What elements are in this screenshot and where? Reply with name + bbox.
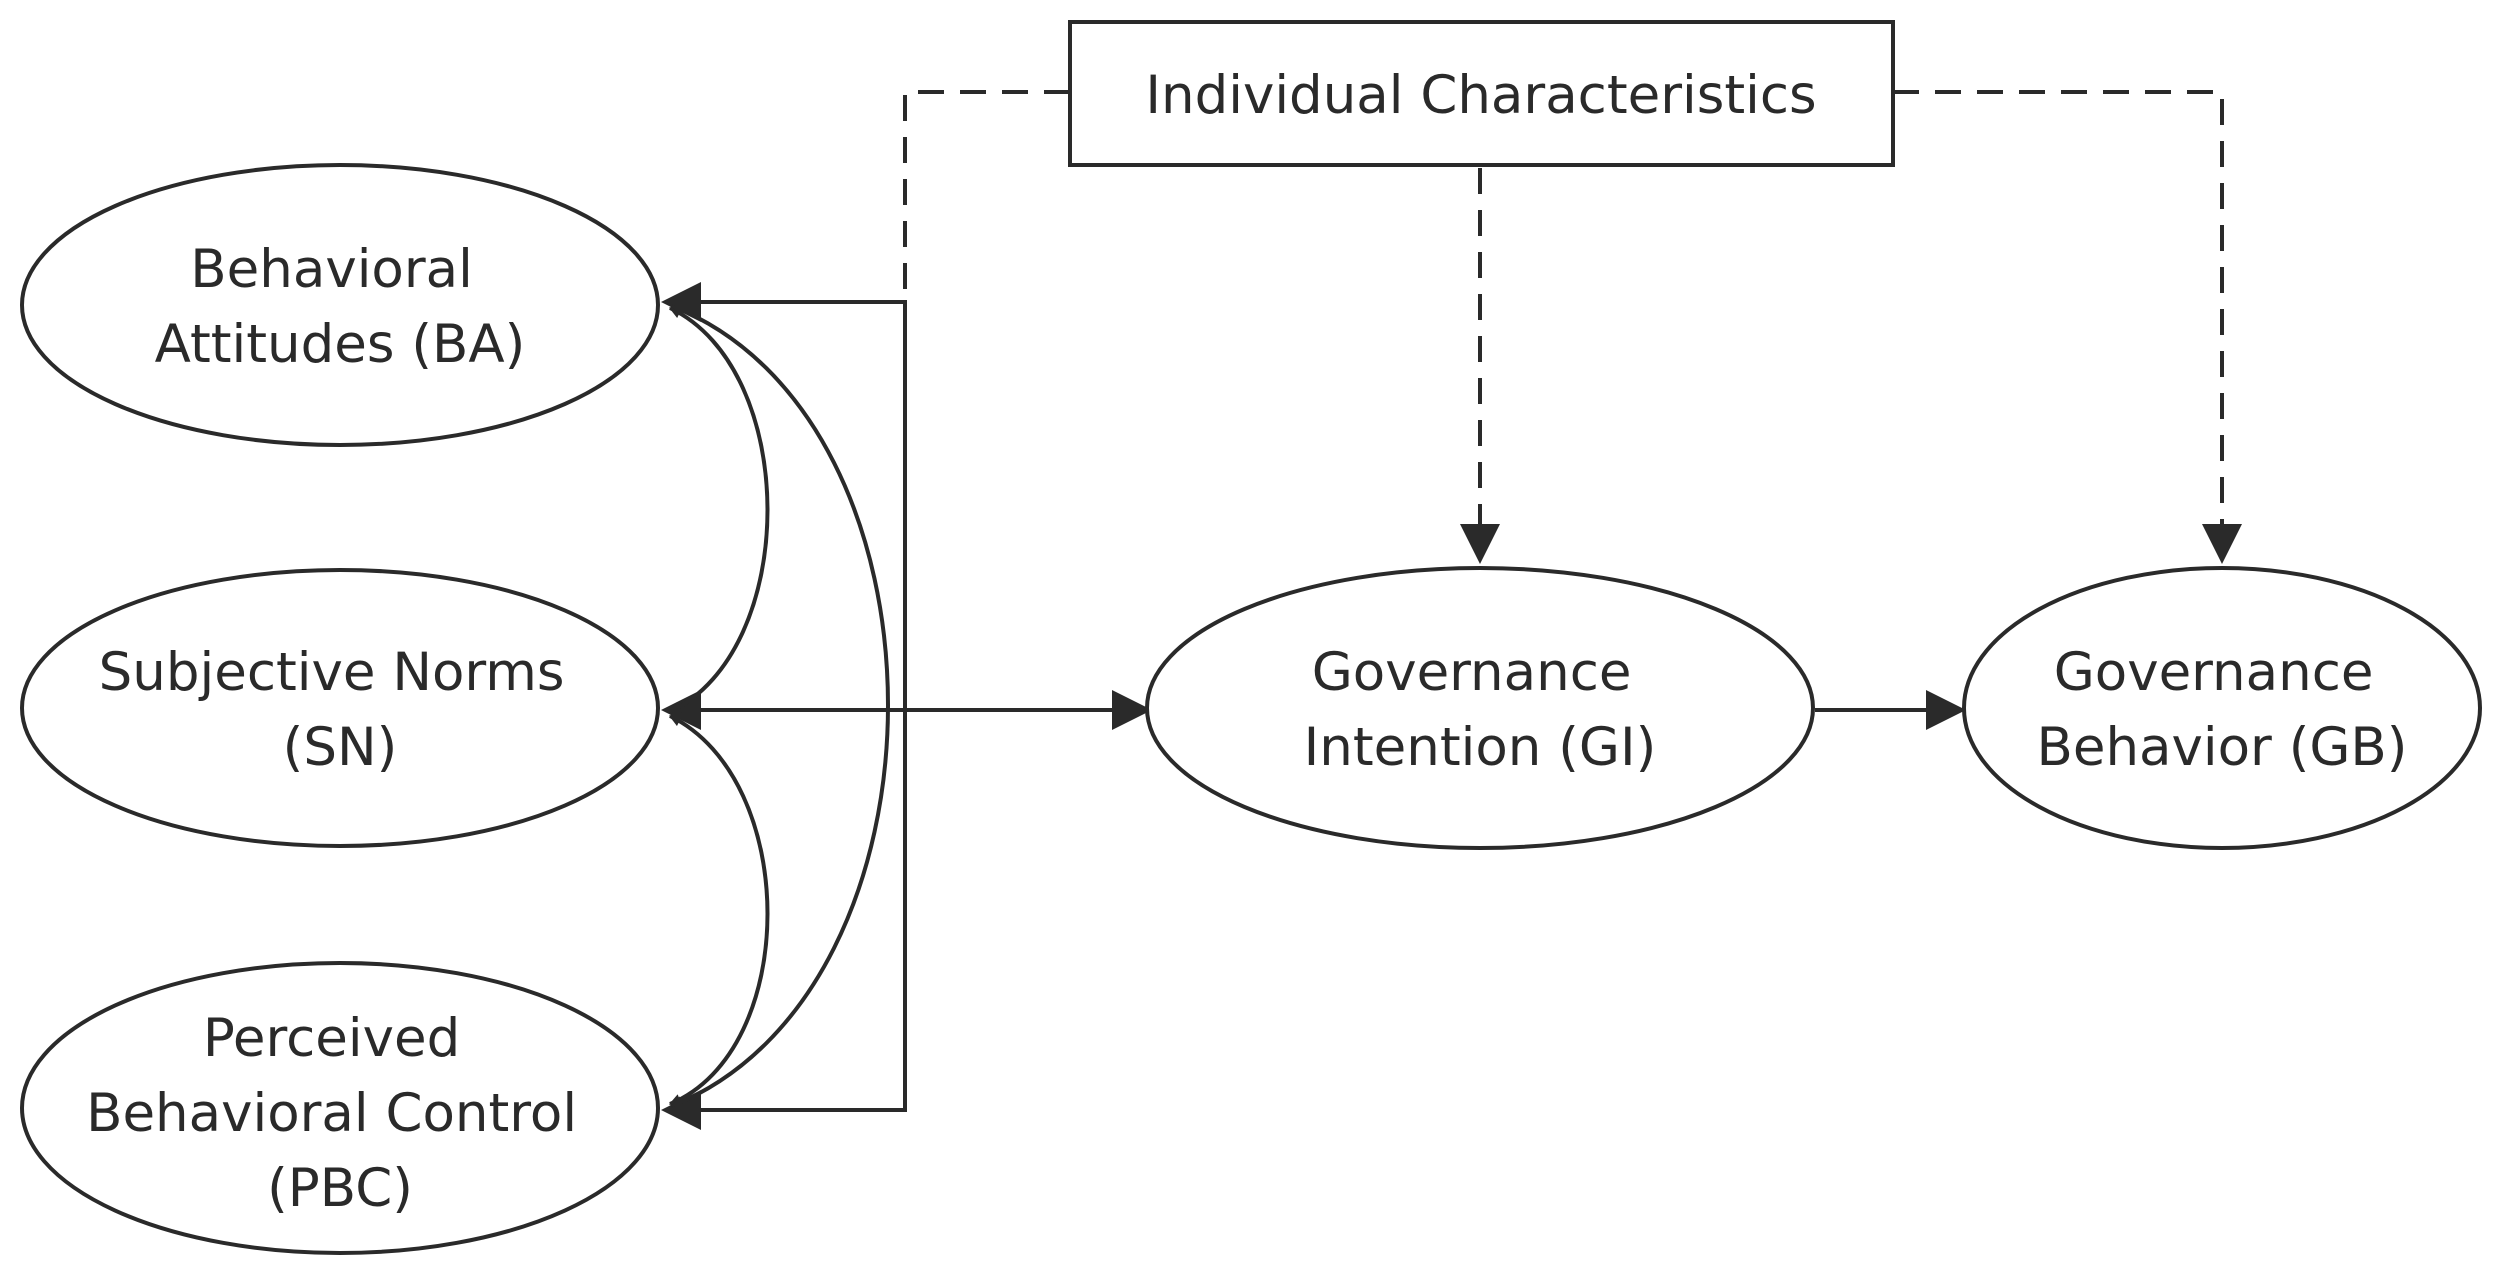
node-gi-line-1: Governance: [1312, 642, 1632, 703]
node-pbc-line-1: Perceived: [203, 1008, 460, 1069]
svg-text:Individual Characteristics: Individual Characteristics: [1145, 65, 1816, 126]
node-subjective-norms: Subjective Norms (SN): [20, 568, 660, 848]
node-gb-line-1: Governance: [2054, 642, 2374, 703]
node-sn-line-1: Subjective Norms: [99, 642, 565, 703]
node-individual-characteristics-box: [1068, 20, 1895, 167]
svg-text:Subjective Norms (SN): Subjective Norms (SN): [99, 642, 582, 778]
node-gi-ellipse: [1145, 566, 1815, 850]
dashed-arrow-ic-to-gb: [1893, 90, 2242, 564]
node-gb-line-2: Behavior (GB): [2037, 717, 2408, 778]
node-behavioral-attitudes: Behavioral Attitudes (BA): [20, 163, 660, 447]
node-sn-line-2: (SN): [283, 717, 398, 778]
node-ba-ellipse: [20, 163, 660, 447]
node-ba-line-2: Attitudes (BA): [155, 314, 526, 375]
node-individual-characteristics: Individual Characteristics: [1068, 20, 1895, 167]
svg-text:Governance Behavior (GB): Governance Behavior (GB): [2037, 642, 2408, 778]
node-ba-line-1: Behavioral: [190, 239, 473, 300]
svg-text:Behavioral Attitudes (BA: Behavioral Attitudes (BA): [155, 239, 526, 375]
svg-text:Governance Intention (GI: Governance Intention (GI): [1304, 642, 1657, 778]
node-governance-behavior: Governance Behavior (GB): [1962, 566, 2482, 850]
correlation-curve-ba-pbc: [670, 304, 890, 1108]
node-gb-ellipse: [1962, 566, 2482, 850]
node-pbc-ellipse: [20, 961, 660, 1255]
node-gi-line-2: Intention (GI): [1304, 717, 1657, 778]
node-sn-ellipse: [20, 568, 660, 848]
node-pbc-line-2: Behavioral Control: [86, 1083, 577, 1144]
correlation-curve-sn-pbc: [668, 714, 770, 1106]
svg-text:Perceived Behavioral Con: Perceived Behavioral Control (PBC): [86, 1008, 594, 1219]
dashed-link-ic-to-left-bracket: [903, 90, 1070, 300]
node-ic-line-1: Individual Characteristics: [1145, 65, 1816, 126]
correlation-curve-ba-sn: [668, 306, 770, 714]
node-pbc-line-3: (PBC): [267, 1158, 413, 1219]
node-perceived-behavioral-control: Perceived Behavioral Control (PBC): [20, 961, 660, 1255]
node-governance-intention: Governance Intention (GI): [1145, 566, 1815, 850]
